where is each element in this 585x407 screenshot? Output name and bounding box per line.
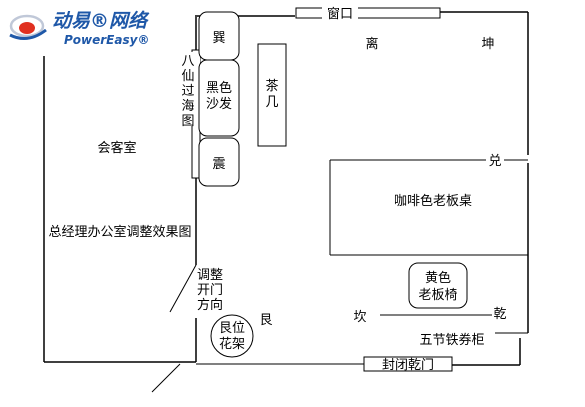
original-door-swing [151,363,181,393]
logo-globe-icon [19,22,35,34]
tea-table-char-2: 几 [265,95,278,110]
logo-name-cn: 动易®网络 [52,10,150,32]
painting-char-4: 海 [181,99,194,114]
flower-rack-circle [210,314,254,358]
direction-xun: 巽 [212,31,225,46]
direction-gen: 艮 [259,313,272,328]
painting-char-5: 图 [181,114,194,129]
cabinet-label: 五节铁券柜 [419,332,484,348]
window: 窗口 [295,6,441,22]
plan-title: 总经理办公室调整效果图 [48,224,191,240]
closed-door-box [363,356,453,372]
boss-chair: 黄色 老板椅 [408,262,468,309]
powereasy-logo: 动易®网络 PowerEasy® [9,10,150,47]
sofa-black [198,59,240,137]
flower-rack: 艮位 花架 [210,314,254,358]
direction-kun: 坤 [481,37,494,52]
direction-kan: 坎 [353,310,366,325]
painting-eight-immortals: 八 仙 过 海 图 [178,49,201,179]
sofa-zhen [198,137,240,187]
direction-zhen: 震 [212,157,225,172]
boss-desk: 兑 咖啡色老板桌 [329,152,528,256]
logo-swoosh-icon [9,28,47,41]
adjust-door-line3: 方向 [197,297,223,313]
painting-label-bg [178,52,200,126]
chair-label-line2: 老板椅 [418,288,457,303]
room-label-reception: 会客室 [97,140,136,156]
tea-table: 茶 几 [257,43,287,147]
painting-char-2: 仙 [181,69,194,84]
window-label-bg [322,7,358,19]
painting-char-3: 过 [181,84,194,99]
logo-swoosh-outer-icon [9,14,45,38]
chair-label-line1: 黄色 [425,270,451,286]
tea-table-frame [257,43,287,147]
logo-name-en: PowerEasy® [64,33,149,47]
flower-rack-line2: 花架 [219,336,245,352]
window-frame [295,7,441,19]
direction-li: 离 [365,36,378,52]
flower-rack-line1: 艮位 [219,321,245,336]
closed-door-label: 封闭乾门 [382,358,434,373]
closed-qian-door: 封闭乾门 [196,356,453,373]
adjusted-door: 调整 开门 方向 [169,264,223,313]
sofa-label-line2: 沙发 [206,96,232,112]
adjust-door-line2: 开门 [197,283,223,298]
desk-label: 咖啡色老板桌 [394,193,472,209]
painting-char-1: 八 [181,54,194,69]
adjust-door-line1: 调整 [197,268,223,283]
direction-qian: 乾 [493,307,506,322]
sofa-label-line1: 黑色 [206,80,232,96]
dui-label-bg [486,152,504,168]
sofa-group: 巽 黑色 沙发 震 [198,11,240,187]
direction-dui: 兑 [488,154,501,169]
adjusted-door-swing [169,264,197,313]
window-label: 窗口 [327,6,353,22]
tea-table-char-1: 茶 [265,78,278,94]
chair-frame [408,262,468,309]
